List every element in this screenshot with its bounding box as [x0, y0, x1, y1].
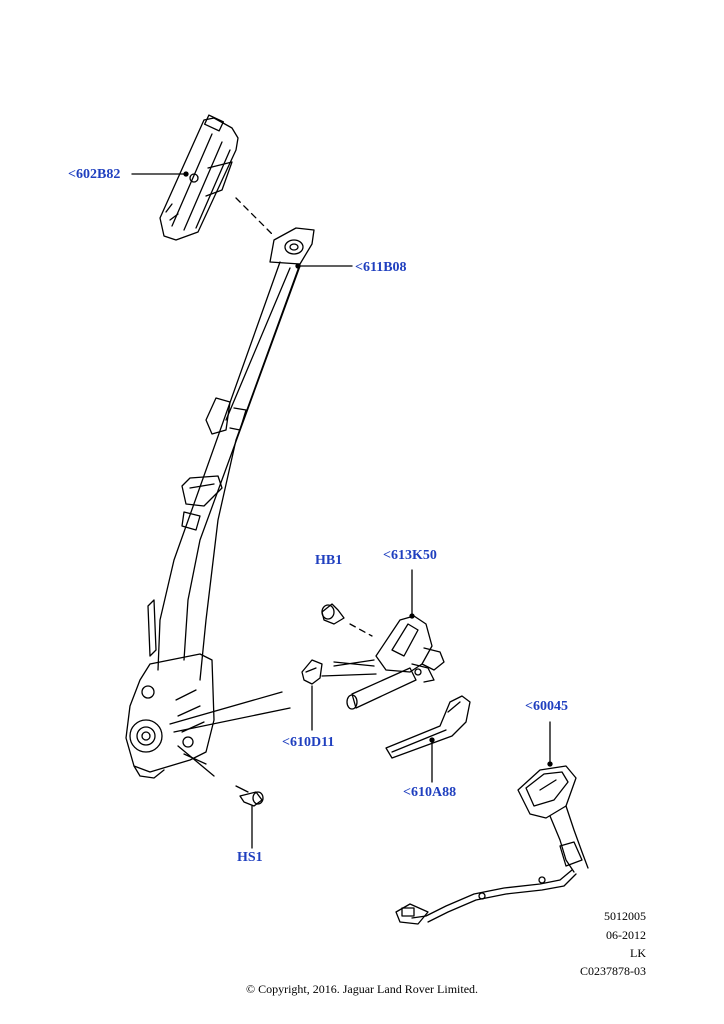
c610A88-dot	[429, 737, 435, 743]
c611B08-dot	[295, 263, 301, 269]
leader-line	[169, 691, 291, 777]
hb1-dashed-connector	[349, 623, 373, 637]
callout-610D11[interactable]: <610D11	[282, 735, 335, 750]
seat-belt-webbing-part[interactable]	[147, 227, 315, 681]
hs1-bolt-part[interactable]	[235, 785, 264, 807]
hb1-bolt-part[interactable]	[321, 603, 345, 625]
height-adjuster-part[interactable]	[159, 114, 239, 241]
callout-610A88[interactable]: <610A88	[403, 785, 457, 800]
callout-602B82[interactable]: <602B82	[68, 167, 121, 182]
callout-HS1[interactable]: HS1	[237, 850, 263, 865]
callout-613K50[interactable]: <613K50	[383, 548, 437, 563]
callout-HB1[interactable]: HB1	[315, 553, 343, 568]
diagram-initials: LK	[630, 946, 646, 960]
c60045-dot	[547, 761, 553, 767]
clip-part[interactable]	[301, 659, 323, 685]
c613K50-dot	[409, 613, 415, 619]
buckle-part[interactable]	[395, 765, 589, 925]
diagram-image-ref: C0237878-03	[580, 964, 646, 978]
cover-part[interactable]	[385, 695, 471, 759]
buckle-stalk-part[interactable]	[346, 615, 445, 710]
buckle-leader-lines	[321, 659, 377, 677]
dashed-connector	[235, 197, 273, 235]
copyright-notice: © Copyright, 2016. Jaguar Land Rover Lim…	[245, 982, 479, 996]
diagram-date: 06-2012	[606, 928, 646, 942]
diagram-code: 5012005	[604, 909, 646, 923]
callout-60045[interactable]: <60045	[525, 699, 568, 714]
callout-611B08[interactable]: <611B08	[355, 260, 407, 275]
retractor-assembly[interactable]	[125, 653, 215, 779]
c602B82-dot	[183, 171, 189, 177]
